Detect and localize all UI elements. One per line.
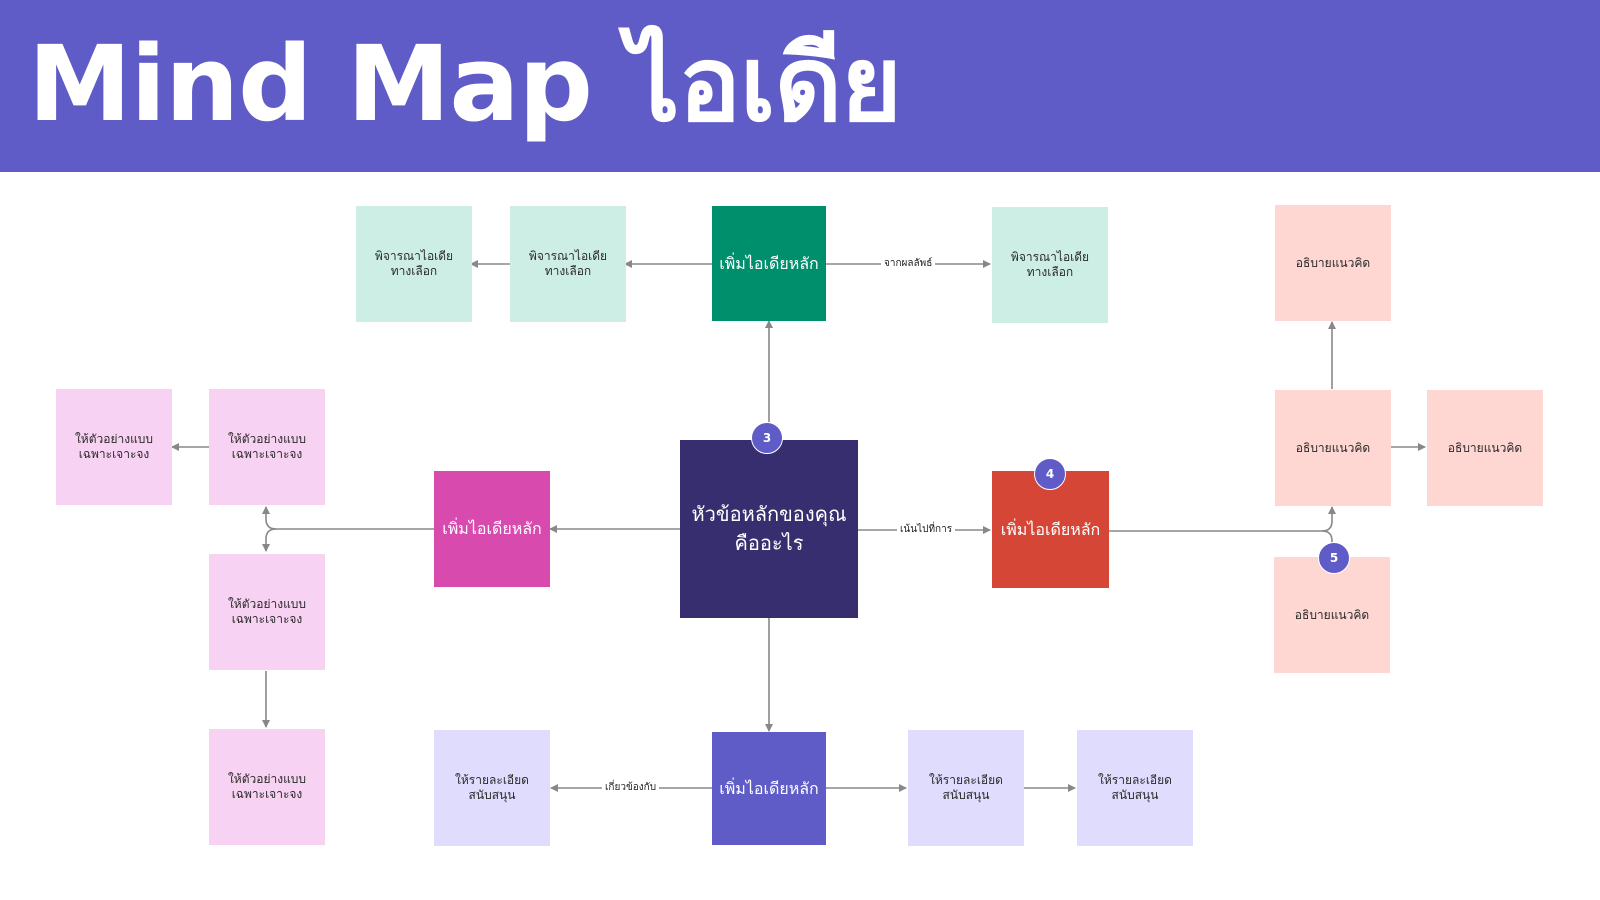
main-idea-bottom[interactable]: เพิ่มไอเดียหลัก — [712, 732, 826, 845]
edge-left-ex2 — [262, 506, 277, 530]
edge-label-focus-on: เน้นไปที่การ — [897, 523, 956, 537]
central-topic[interactable]: หัวข้อหลักของคุณคืออะไร — [680, 440, 858, 618]
header-banner: Mind Map ไอเดีย — [0, 0, 1600, 172]
main-idea-right[interactable]: เพิ่มไอเดียหลัก — [992, 471, 1109, 588]
main-idea-top[interactable]: เพิ่มไอเดียหลัก — [712, 206, 826, 321]
concept-node-4[interactable]: อธิบายแนวคิด — [1274, 557, 1390, 673]
edge-right-concept4 — [1321, 530, 1333, 557]
main-idea-left[interactable]: เพิ่มไอเดียหลัก — [434, 471, 550, 587]
step-badge-3: 3 — [751, 422, 783, 454]
detail-node-3[interactable]: ให้รายละเอียดสนับสนุน — [1077, 730, 1193, 846]
alternative-node-2[interactable]: พิจารณาไอเดียทางเลือก — [510, 206, 626, 322]
concept-node-2[interactable]: อธิบายแนวคิด — [1275, 390, 1391, 506]
concept-node-1[interactable]: อธิบายแนวคิด — [1275, 205, 1391, 321]
example-node-4[interactable]: ให้ตัวอย่างแบบเฉพาะเจาะจง — [209, 729, 325, 845]
detail-node-1[interactable]: ให้รายละเอียดสนับสนุน — [434, 730, 550, 846]
page-title: Mind Map ไอเดีย — [28, 23, 902, 145]
step-badge-4: 4 — [1034, 458, 1066, 490]
example-node-1[interactable]: ให้ตัวอย่างแบบเฉพาะเจาะจง — [56, 389, 172, 505]
example-node-3[interactable]: ให้ตัวอย่างแบบเฉพาะเจาะจง — [209, 554, 325, 670]
step-badge-5: 5 — [1318, 542, 1350, 574]
alternative-node-3[interactable]: พิจารณาไอเดียทางเลือก — [992, 207, 1108, 323]
detail-node-2[interactable]: ให้รายละเอียดสนับสนุน — [908, 730, 1024, 846]
edge-right-concepts — [1109, 506, 1336, 532]
edge-left-ex3 — [262, 528, 277, 552]
alternative-node-1[interactable]: พิจารณาไอเดียทางเลือก — [356, 206, 472, 322]
concept-node-3[interactable]: อธิบายแนวคิด — [1427, 390, 1543, 506]
edge-label-related-to: เกี่ยวข้องกับ — [602, 781, 660, 795]
edge-label-from-result: จากผลลัพธ์ — [881, 257, 936, 271]
example-node-2[interactable]: ให้ตัวอย่างแบบเฉพาะเจาะจง — [209, 389, 325, 505]
